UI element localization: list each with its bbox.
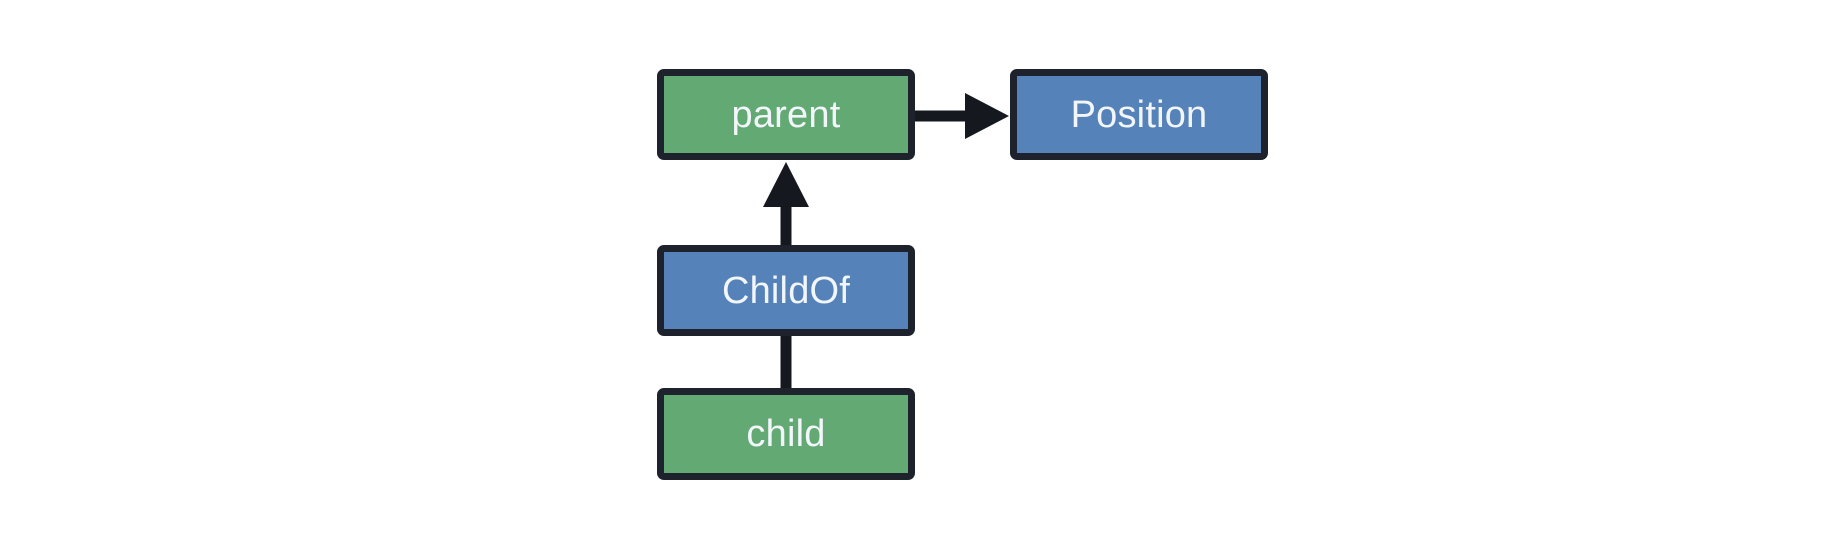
node-child[interactable]: child xyxy=(657,388,915,480)
node-position[interactable]: Position xyxy=(1010,69,1268,160)
edge-parent-to-position-arrowhead-icon xyxy=(965,93,1009,139)
node-child-label: child xyxy=(746,413,826,455)
node-parent-label: parent xyxy=(731,93,841,136)
edge-parent-to-position xyxy=(912,93,1009,139)
node-childof[interactable]: ChildOf xyxy=(657,245,915,336)
edge-childof-to-parent xyxy=(763,162,809,248)
node-childof-label: ChildOf xyxy=(721,269,851,312)
edge-childof-to-parent-arrowhead-icon xyxy=(763,162,809,207)
node-parent[interactable]: parent xyxy=(657,69,915,160)
node-position-label: Position xyxy=(1070,93,1208,136)
